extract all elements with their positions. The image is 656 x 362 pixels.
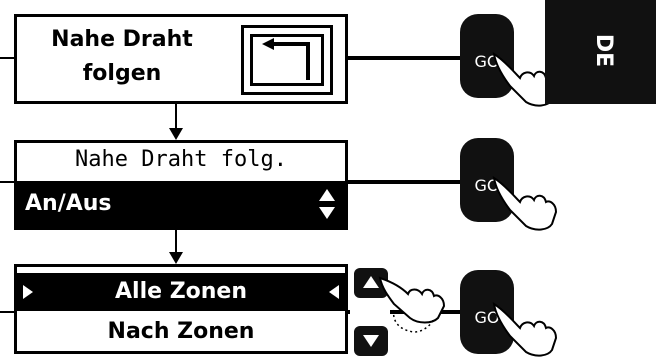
up-arrow-icon — [363, 276, 379, 288]
selected-option-row: An/Aus — [17, 181, 345, 227]
go-label: GO — [474, 308, 500, 327]
up-down-arrows-icon — [319, 189, 335, 219]
go-button-3[interactable]: GO — [460, 270, 514, 354]
go-button-1[interactable]: GO — [460, 14, 514, 98]
menu-item-alle-zonen: Alle Zonen — [115, 279, 247, 304]
screen2-header: Nahe Draht folg. — [75, 147, 287, 172]
return-arrow-icon — [241, 25, 333, 95]
left-pointer-icon — [329, 285, 339, 299]
down-arrow-icon — [363, 335, 379, 347]
go-label: GO — [474, 52, 500, 71]
screen1-title-line2: folgen — [82, 61, 162, 86]
right-pointer-icon — [23, 285, 33, 299]
pointing-hand-icon — [378, 276, 446, 333]
screen-nahe-draht-folgen: Nahe Draht folgen — [14, 14, 348, 104]
down-arrow-icon — [169, 128, 183, 140]
screen-draht-option: Nahe Draht folg. An/Aus — [14, 140, 348, 230]
pointing-hand-icon — [492, 176, 558, 231]
screen-zonen-menu: Alle Zonen Nach Zonen — [14, 264, 348, 354]
language-label: DE — [591, 33, 617, 68]
option-an-aus: An/Aus — [25, 191, 112, 216]
language-tab: DE — [545, 0, 656, 104]
down-arrow-icon — [169, 252, 183, 264]
menu-item-nach-zonen[interactable]: Nach Zonen — [107, 319, 255, 344]
go-button-2[interactable]: GO — [460, 138, 514, 222]
pointing-hand-icon — [492, 302, 558, 357]
menu-item-selected[interactable]: Alle Zonen — [17, 273, 345, 311]
go-label: GO — [474, 176, 500, 195]
screen1-title-line1: Nahe Draht — [51, 27, 193, 52]
down-button[interactable] — [354, 326, 388, 356]
